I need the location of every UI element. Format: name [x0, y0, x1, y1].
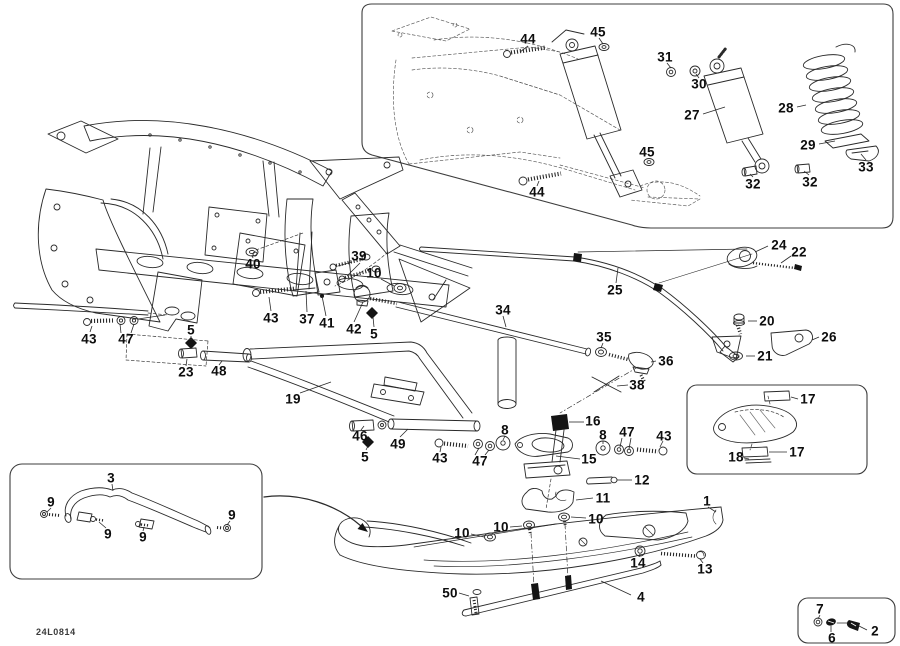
runner-drawing	[461, 560, 662, 617]
part-label-2: 2	[871, 623, 879, 639]
part-label-45: 45	[639, 144, 655, 160]
part-label-44: 44	[520, 31, 536, 47]
part-label-50: 50	[442, 585, 458, 601]
part-label-31: 31	[657, 49, 673, 65]
part-label-49: 49	[390, 436, 406, 452]
frame-fasteners	[83, 231, 407, 349]
part-label-10: 10	[454, 525, 470, 541]
shock-installed-drawing	[551, 29, 643, 198]
part-label-17: 17	[789, 444, 805, 460]
part-label-37: 37	[299, 311, 315, 327]
part-label-48: 48	[211, 363, 227, 379]
part-label-5: 5	[361, 449, 369, 465]
part-label-11: 11	[595, 490, 611, 506]
part-label-21: 21	[757, 348, 773, 364]
part-label-12: 12	[634, 472, 650, 488]
ski-drawing	[334, 506, 724, 587]
part-label-6: 6	[828, 630, 836, 646]
spindle-inset-box	[686, 384, 868, 475]
reference-arrow	[263, 495, 368, 532]
part-label-18: 18	[728, 449, 744, 465]
part-label-47: 47	[118, 331, 134, 347]
tie-rod-drawing	[395, 301, 654, 414]
part-label-47: 47	[619, 424, 635, 440]
part-label-43: 43	[81, 331, 97, 347]
part-label-7: 7	[816, 601, 824, 617]
part-label-30: 30	[691, 76, 707, 92]
part-label-44: 44	[529, 184, 545, 200]
part-label-19: 19	[285, 391, 301, 407]
part-label-32: 32	[802, 174, 818, 190]
main-frame-drawing	[37, 120, 473, 332]
part-label-47: 47	[472, 453, 488, 469]
part-label-1: 1	[703, 493, 711, 509]
part-label-43: 43	[656, 428, 672, 444]
inset-fasteners	[503, 43, 655, 186]
part-label-3: 3	[107, 470, 115, 486]
part-label-15: 15	[581, 451, 597, 467]
part-label-5: 5	[187, 322, 195, 338]
part-label-9: 9	[104, 526, 112, 542]
part-label-17: 17	[800, 391, 816, 407]
part-label-9: 9	[139, 529, 147, 545]
part-label-42: 42	[346, 321, 362, 337]
part-label-10: 10	[366, 265, 382, 281]
part-label-26: 26	[821, 329, 837, 345]
part-label-24: 24	[771, 237, 787, 253]
part-label-13: 13	[697, 561, 713, 577]
leader-lines	[46, 37, 868, 632]
fastener-inset-box	[797, 597, 896, 644]
spindle-drawing	[514, 414, 668, 513]
handle-inset-box	[9, 463, 263, 580]
part-label-20: 20	[759, 313, 775, 329]
suspension-inset-panel	[361, 3, 894, 229]
part-label-28: 28	[778, 100, 794, 116]
part-label-35: 35	[596, 329, 612, 345]
part-label-41: 41	[319, 315, 335, 331]
chassis-sketch	[391, 16, 701, 207]
shock-exploded-drawing	[666, 46, 811, 177]
part-label-14: 14	[630, 555, 646, 571]
a-arm-drawing	[125, 333, 511, 451]
part-label-27: 27	[684, 107, 700, 123]
part-label-29: 29	[800, 137, 816, 153]
part-label-43: 43	[432, 450, 448, 466]
part-label-32: 32	[745, 176, 761, 192]
part-label-39: 39	[351, 248, 367, 264]
diagram-code: 24L0814	[36, 627, 76, 637]
part-label-23: 23	[178, 364, 194, 380]
part-label-8: 8	[501, 422, 509, 438]
part-label-33: 33	[858, 159, 874, 175]
part-label-22: 22	[791, 244, 807, 260]
part-label-36: 36	[658, 353, 674, 369]
part-label-9: 9	[47, 494, 55, 510]
part-label-8: 8	[599, 427, 607, 443]
steering-tube-drawing	[497, 336, 517, 409]
part-label-38: 38	[629, 377, 645, 393]
steering-rod-drawing	[13, 302, 169, 316]
part-label-45: 45	[590, 24, 606, 40]
sway-bar-drawing	[419, 246, 813, 363]
part-label-5: 5	[370, 326, 378, 342]
spring-drawing	[802, 43, 879, 162]
part-label-10: 10	[588, 511, 604, 527]
part-label-25: 25	[607, 282, 623, 298]
part-label-34: 34	[495, 302, 511, 318]
part-label-10: 10	[493, 519, 509, 535]
part-label-9: 9	[228, 507, 236, 523]
part-label-4: 4	[637, 589, 645, 605]
part-label-43: 43	[263, 310, 279, 326]
part-label-46: 46	[352, 428, 368, 444]
part-label-40: 40	[245, 256, 261, 272]
part-label-16: 16	[585, 413, 601, 429]
